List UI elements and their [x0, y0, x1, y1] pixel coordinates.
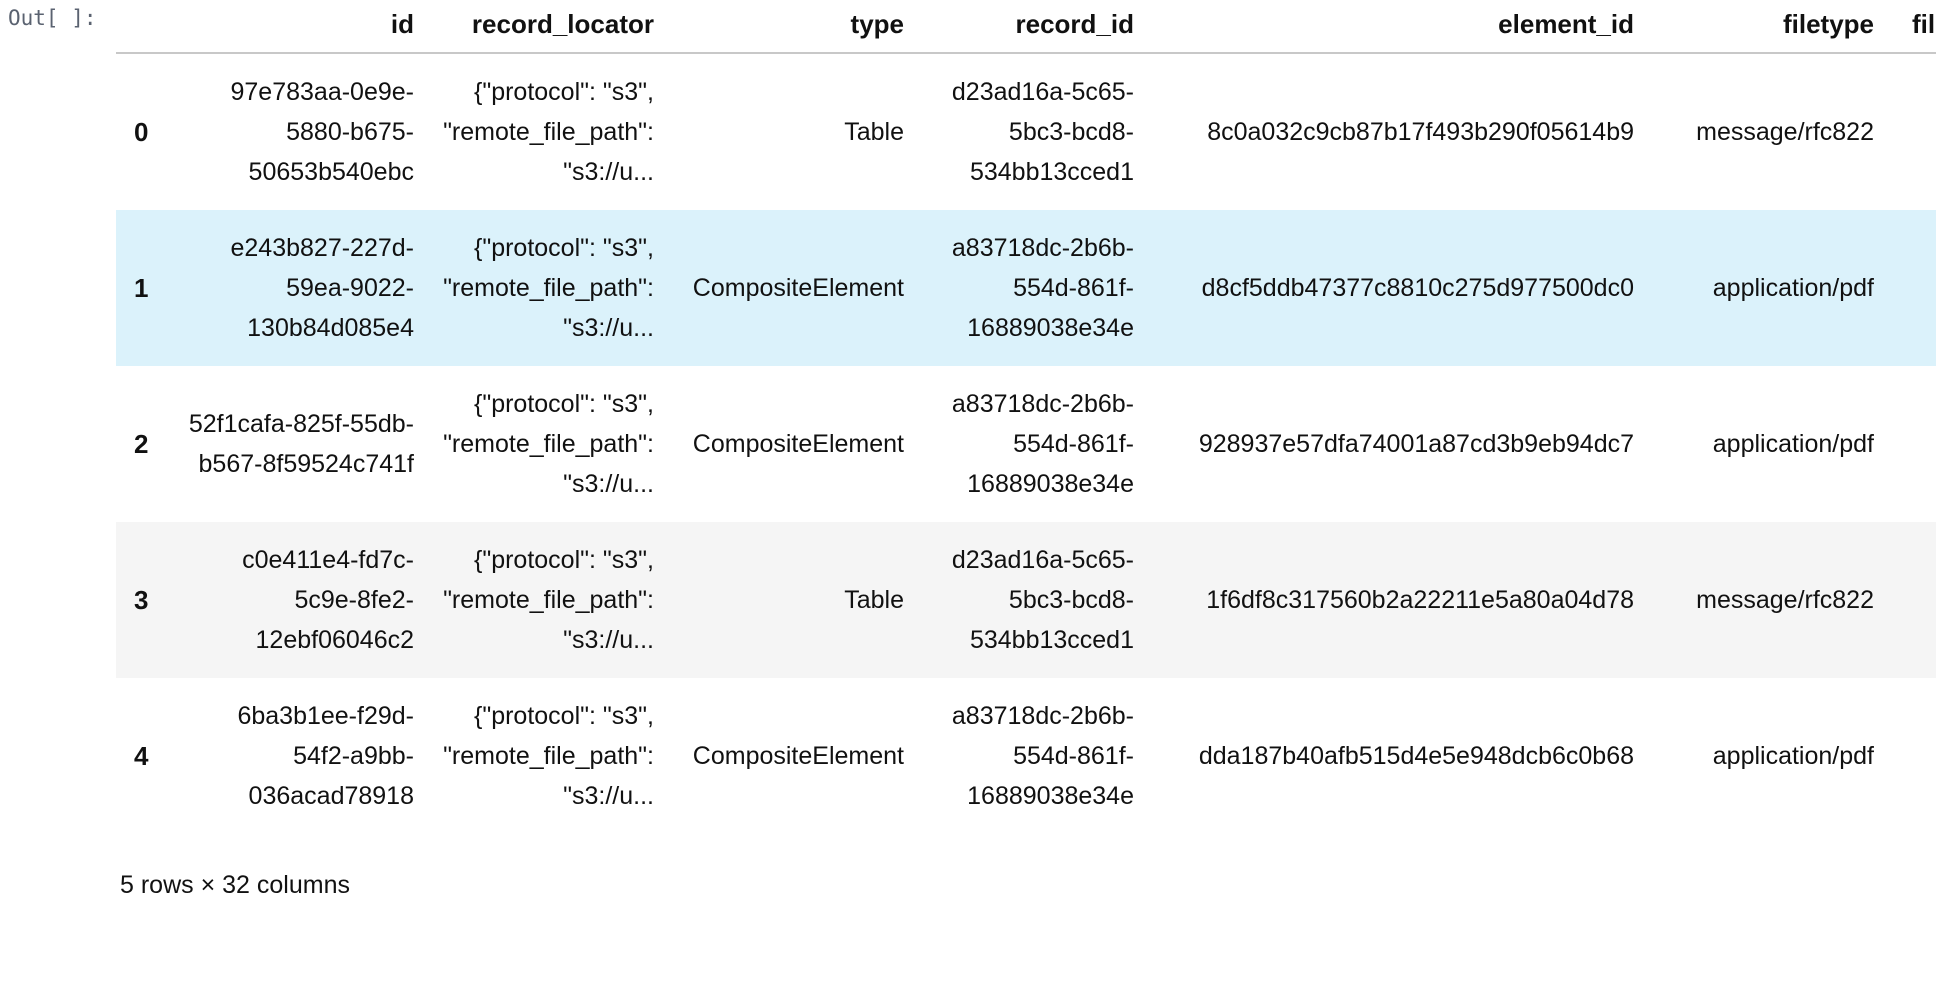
dataframe-output: id record_locator type record_id element…	[116, 4, 1936, 902]
cell-file-clipped	[1886, 53, 1936, 210]
output-prompt-label: Out[ ]:	[8, 6, 97, 30]
cell-file-clipped	[1886, 366, 1936, 522]
cell-type: CompositeElement	[666, 366, 916, 522]
cell-record-id: a83718dc-2b6b-554d-861f-16889038e34e	[916, 678, 1146, 834]
row-index-cell: 3	[116, 522, 176, 678]
cell-record-locator: {"protocol": "s3", "remote_file_path": "…	[426, 522, 666, 678]
cell-element-id: 8c0a032c9cb87b17f493b290f05614b9	[1146, 53, 1646, 210]
cell-filetype: message/rfc822	[1646, 53, 1886, 210]
cell-element-id: 1f6df8c317560b2a22211e5a80a04d78	[1146, 522, 1646, 678]
cell-record-id: a83718dc-2b6b-554d-861f-16889038e34e	[916, 366, 1146, 522]
dataframe-table: id record_locator type record_id element…	[116, 4, 1936, 834]
cell-record-locator: {"protocol": "s3", "remote_file_path": "…	[426, 53, 666, 210]
cell-filetype: application/pdf	[1646, 210, 1886, 366]
header-row: id record_locator type record_id element…	[116, 4, 1936, 54]
cell-element-id: 928937e57dfa74001a87cd3b9eb94dc7	[1146, 366, 1646, 522]
cell-filetype: application/pdf	[1646, 366, 1886, 522]
cell-file-clipped	[1886, 678, 1936, 834]
column-header-id[interactable]: id	[176, 4, 426, 54]
cell-id: 52f1cafa-825f-55db-b567-8f59524c741f	[176, 366, 426, 522]
cell-id: c0e411e4-fd7c-5c9e-8fe2-12ebf06046c2	[176, 522, 426, 678]
cell-record-locator: {"protocol": "s3", "remote_file_path": "…	[426, 210, 666, 366]
cell-id: 97e783aa-0e9e-5880-b675-50653b540ebc	[176, 53, 426, 210]
cell-record-id: d23ad16a-5c65-5bc3-bcd8-534bb13cced1	[916, 53, 1146, 210]
cell-id: e243b827-227d-59ea-9022-130b84d085e4	[176, 210, 426, 366]
column-header-file-clipped[interactable]: file_	[1886, 4, 1936, 54]
cell-filetype: message/rfc822	[1646, 522, 1886, 678]
cell-type: Table	[666, 522, 916, 678]
column-header-record-id[interactable]: record_id	[916, 4, 1146, 54]
table-row[interactable]: 2 52f1cafa-825f-55db-b567-8f59524c741f {…	[116, 366, 1936, 522]
cell-type: Table	[666, 53, 916, 210]
row-index-cell: 0	[116, 53, 176, 210]
row-index-cell: 2	[116, 366, 176, 522]
cell-record-id: a83718dc-2b6b-554d-861f-16889038e34e	[916, 210, 1146, 366]
column-header-record-locator[interactable]: record_locator	[426, 4, 666, 54]
cell-element-id: dda187b40afb515d4e5e948dcb6c0b68	[1146, 678, 1646, 834]
cell-element-id: d8cf5ddb47377c8810c275d977500dc0	[1146, 210, 1646, 366]
column-header-filetype[interactable]: filetype	[1646, 4, 1886, 54]
table-row[interactable]: 4 6ba3b1ee-f29d-54f2-a9bb-036acad78918 {…	[116, 678, 1936, 834]
cell-type: CompositeElement	[666, 678, 916, 834]
table-row[interactable]: 3 c0e411e4-fd7c-5c9e-8fe2-12ebf06046c2 {…	[116, 522, 1936, 678]
table-header: id record_locator type record_id element…	[116, 4, 1936, 54]
cell-record-locator: {"protocol": "s3", "remote_file_path": "…	[426, 678, 666, 834]
cell-record-locator: {"protocol": "s3", "remote_file_path": "…	[426, 366, 666, 522]
table-body: 0 97e783aa-0e9e-5880-b675-50653b540ebc {…	[116, 53, 1936, 834]
row-index-cell: 4	[116, 678, 176, 834]
table-row[interactable]: 0 97e783aa-0e9e-5880-b675-50653b540ebc {…	[116, 53, 1936, 210]
cell-record-id: d23ad16a-5c65-5bc3-bcd8-534bb13cced1	[916, 522, 1146, 678]
table-row[interactable]: 1 e243b827-227d-59ea-9022-130b84d085e4 {…	[116, 210, 1936, 366]
cell-filetype: application/pdf	[1646, 678, 1886, 834]
cell-file-clipped	[1886, 522, 1936, 678]
cell-id: 6ba3b1ee-f29d-54f2-a9bb-036acad78918	[176, 678, 426, 834]
column-header-element-id[interactable]: element_id	[1146, 4, 1646, 54]
column-header-type[interactable]: type	[666, 4, 916, 54]
cell-type: CompositeElement	[666, 210, 916, 366]
row-index-cell: 1	[116, 210, 176, 366]
dataframe-shape-summary: 5 rows × 32 columns	[120, 871, 350, 899]
column-header-index[interactable]	[116, 4, 176, 54]
cell-file-clipped	[1886, 210, 1936, 366]
